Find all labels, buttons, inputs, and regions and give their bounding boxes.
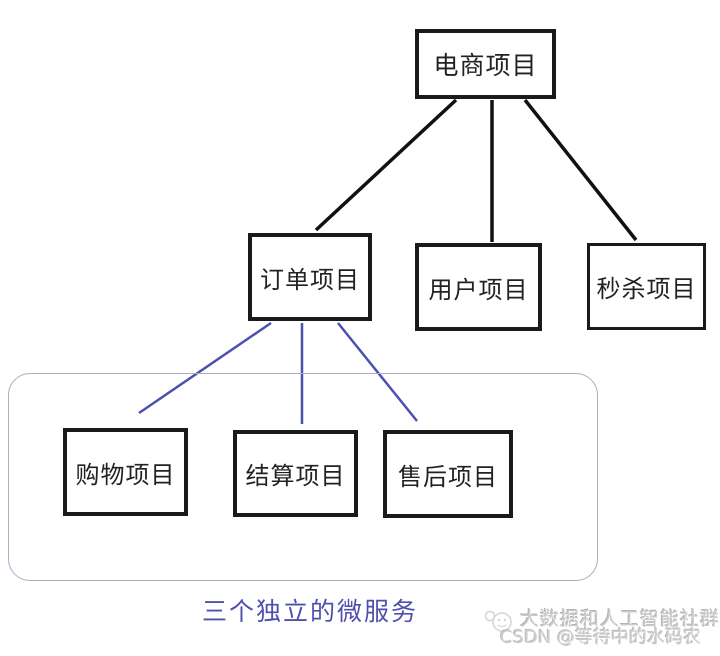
node-label: 购物项目 xyxy=(75,460,176,489)
node-seckill-project: 秒杀项目 xyxy=(587,243,706,330)
watermark-csdn-text: CSDN @等待中的水码农 xyxy=(500,627,702,648)
node-settlement-project: 结算项目 xyxy=(233,430,358,517)
watermark: 大数据和人工智能社群 CSDN @等待中的水码农 xyxy=(480,600,720,654)
node-ecommerce-project: 电商项目 xyxy=(415,29,556,99)
node-label: 电商项目 xyxy=(433,51,538,80)
watermark-chat-face-icon xyxy=(484,610,512,632)
node-aftersales-project: 售后项目 xyxy=(383,430,513,518)
node-label: 用户项目 xyxy=(428,275,529,304)
watermark-community-text: 大数据和人工智能社群 xyxy=(520,608,720,630)
node-label: 秒杀项目 xyxy=(596,275,697,303)
node-user-project: 用户项目 xyxy=(415,243,542,331)
node-label: 售后项目 xyxy=(398,462,498,491)
group-caption: 三个独立的微服务 xyxy=(201,597,418,626)
edge-root-to-seckill xyxy=(523,98,638,242)
node-shopping-project: 购物项目 xyxy=(63,428,188,516)
node-order-project: 订单项目 xyxy=(248,233,372,321)
node-label: 结算项目 xyxy=(245,462,346,490)
microservices-group-frame xyxy=(8,373,598,581)
node-label: 订单项目 xyxy=(260,265,360,294)
edge-root-to-order xyxy=(314,98,458,232)
